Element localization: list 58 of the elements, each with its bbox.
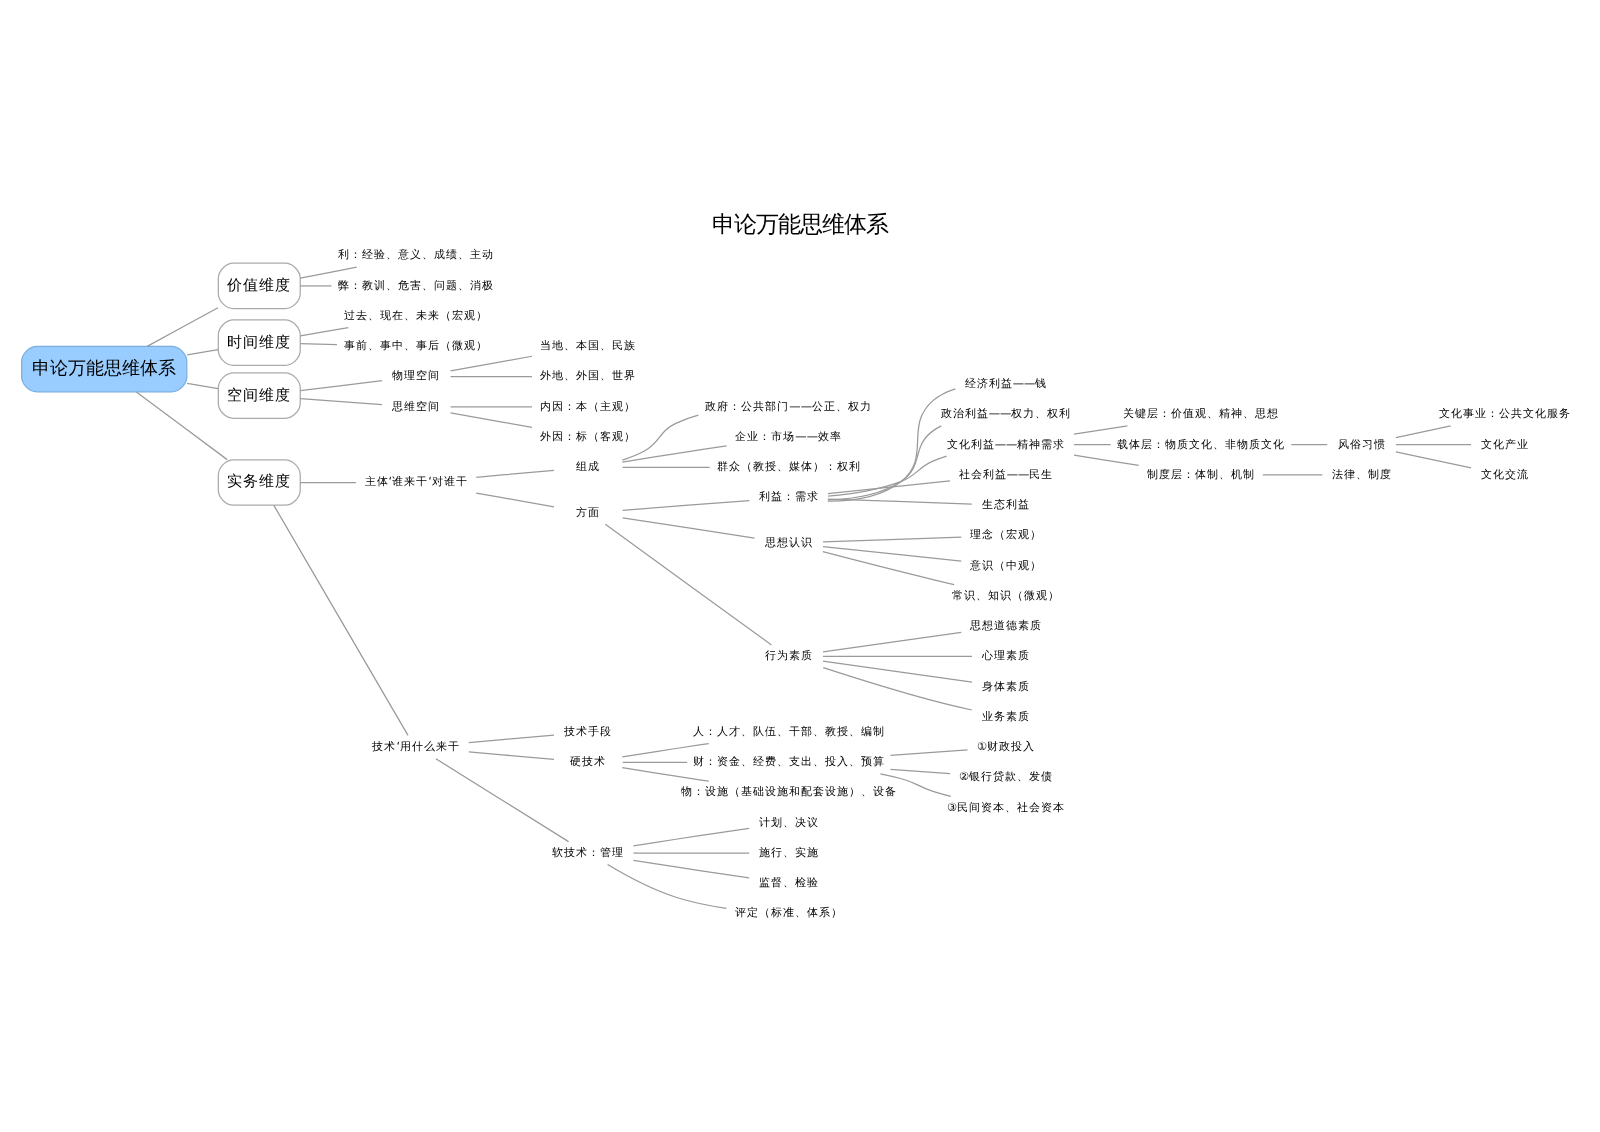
- connector: [622, 498, 751, 510]
- connector: [299, 480, 357, 483]
- connector: [822, 659, 973, 682]
- connector: [889, 748, 969, 755]
- connector: [449, 375, 533, 377]
- connector: [435, 757, 570, 842]
- connector: [135, 390, 228, 460]
- connector: [827, 479, 951, 494]
- connector: [299, 342, 338, 345]
- connector: [621, 741, 710, 757]
- connector: [449, 411, 533, 427]
- connector: [1073, 424, 1129, 434]
- connector: [475, 468, 555, 477]
- connector: [299, 396, 383, 405]
- connector: [1073, 443, 1112, 445]
- connector: [621, 766, 710, 781]
- connector: [475, 491, 555, 507]
- connector: [622, 760, 688, 762]
- connector: [822, 535, 962, 542]
- connector: [1395, 443, 1472, 445]
- connector: [822, 544, 962, 561]
- connector: [607, 862, 727, 908]
- connector: [622, 465, 711, 468]
- connector: [1262, 473, 1323, 475]
- connector: [621, 444, 728, 462]
- diagram-title: 申论万能思维体系: [712, 209, 888, 238]
- connector: [299, 379, 383, 391]
- connector: [468, 750, 555, 760]
- connector: [621, 413, 699, 460]
- connector: [632, 858, 750, 878]
- connector: [1290, 443, 1328, 445]
- connector: [299, 265, 358, 278]
- connector: [186, 347, 219, 355]
- connector: [299, 284, 333, 286]
- connector: [822, 630, 962, 652]
- connector: [827, 497, 973, 504]
- connector: [632, 826, 750, 846]
- connector: [827, 454, 948, 496]
- connector: [186, 381, 219, 389]
- connector: [827, 387, 957, 501]
- connector: [822, 665, 973, 710]
- connector: [1073, 453, 1140, 466]
- connector: [604, 522, 773, 645]
- connector: [822, 550, 955, 585]
- connector: [146, 306, 219, 346]
- connector: [449, 354, 533, 371]
- connector: [449, 405, 533, 407]
- connector: [273, 503, 409, 735]
- connector: [889, 767, 951, 774]
- connector: [879, 772, 952, 796]
- connector: [622, 516, 756, 538]
- connector: [632, 851, 750, 853]
- connector: [468, 733, 555, 743]
- connector: [1395, 424, 1452, 438]
- connector: [822, 654, 973, 657]
- node-box: 申论万能思维体系: [21, 344, 188, 392]
- connector: [1395, 450, 1472, 468]
- connector: [299, 325, 349, 336]
